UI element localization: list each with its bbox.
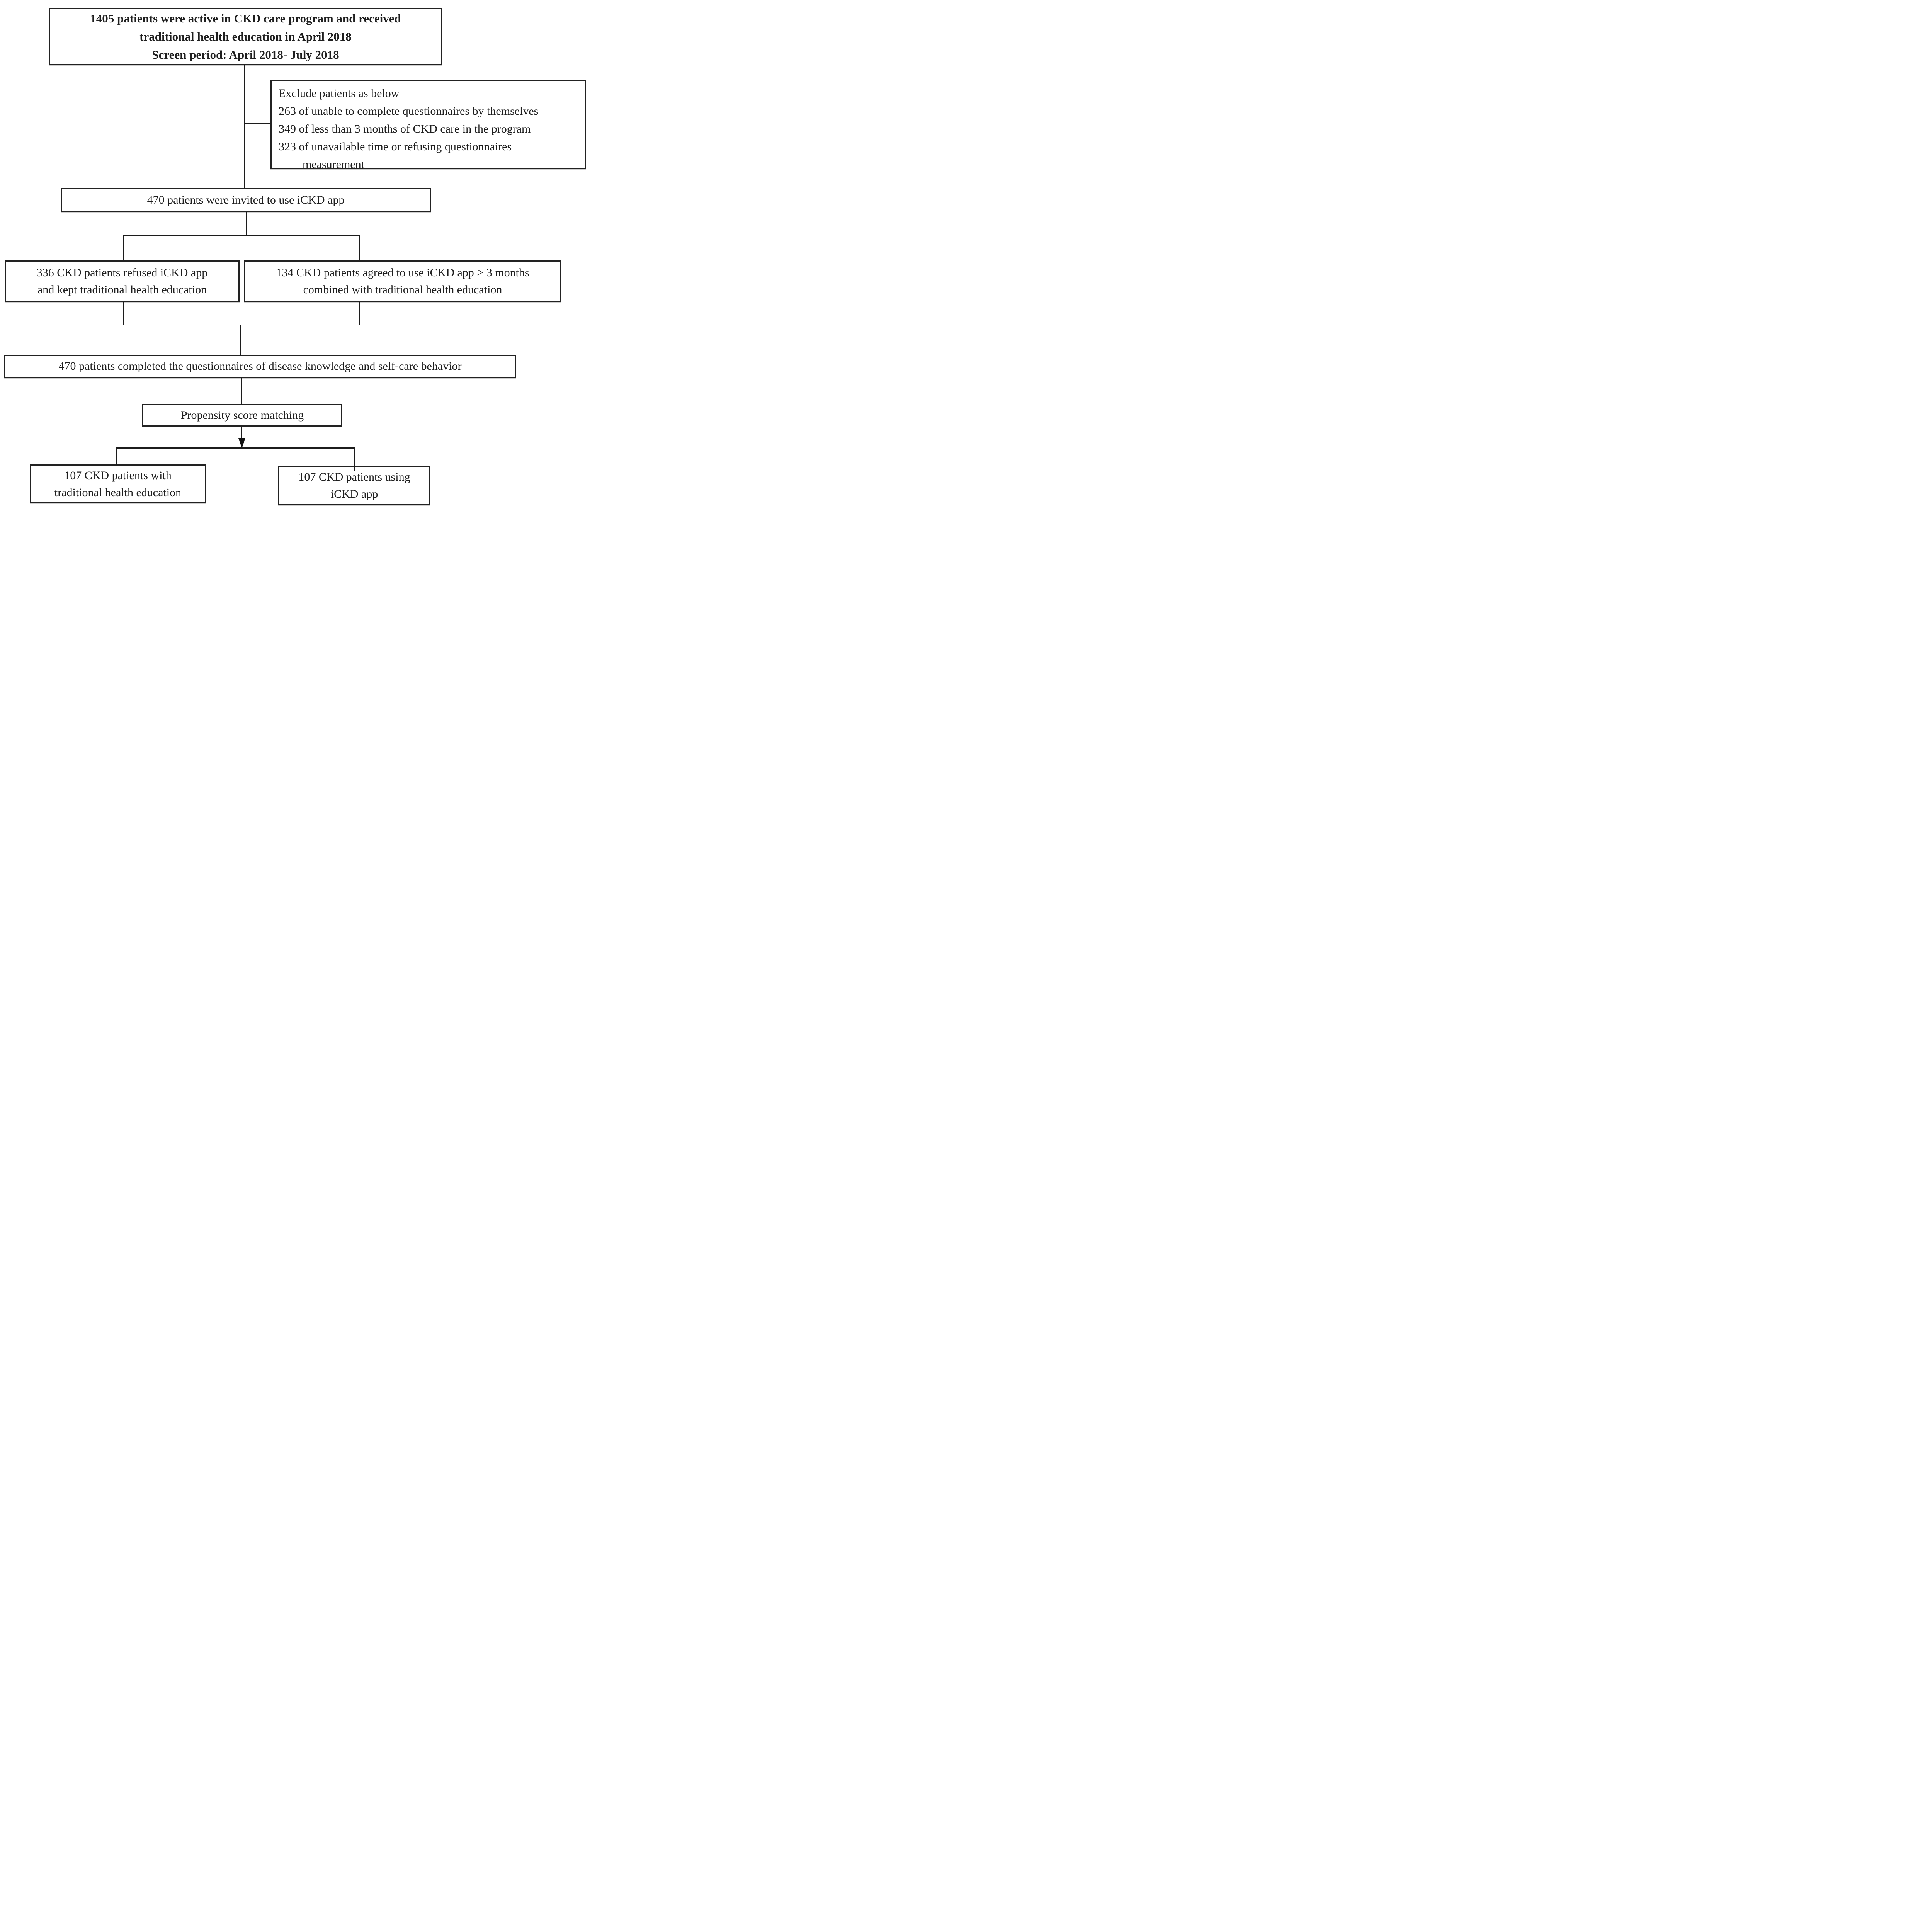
box-text-line: Exclude patients as below [279,87,400,100]
box-text-line: 107 CKD patients using [298,470,410,483]
box-text-line: 349 of less than 3 months of CKD care in… [279,122,531,135]
box-refused-traditional: 336 CKD patients refused iCKD app and ke… [5,260,240,302]
connector-completed-to-matching [241,378,242,404]
connector-invited-stub [246,212,247,235]
box-text-line: measurement [303,158,364,171]
connector-exclusion-branch [244,123,270,124]
box-text-line: combined with traditional health educati… [303,283,502,296]
arrow-down-head-icon [238,438,245,448]
box-group-app: 107 CKD patients using iCKD app [278,466,430,505]
box-text-line: and kept traditional health education [37,283,207,296]
box-text-line: Propensity score matching [180,409,304,422]
box-group-traditional: 107 CKD patients with traditional health… [30,464,206,503]
box-text-line: 470 patients were invited to use iCKD ap… [147,193,345,206]
box-ckd-program-source: 1405 patients were active in CKD care pr… [49,8,442,65]
box-text-line: traditional health education in April 20… [139,30,352,43]
connector-split-bar [123,235,360,236]
connector-final-left-drop [116,447,117,465]
connector-split-left-drop [123,235,124,260]
box-text-line: Screen period: April 2018- July 2018 [152,48,339,61]
connector-source-to-invited [244,65,245,188]
box-text-line: 336 CKD patients refused iCKD app [36,266,208,279]
box-text-line: 1405 patients were active in CKD care pr… [90,12,401,25]
connector-final-right-drop [354,447,355,471]
box-exclusion-criteria: Exclude patients as below 263 of unable … [270,80,586,171]
connector-split-right-drop [359,235,360,260]
box-text-line: iCKD app [330,487,378,500]
connector-merge-to-completed [240,325,241,355]
box-completed-questionnaires: 470 patients completed the questionnaire… [4,355,516,378]
box-text-line: 323 of unavailable time or refusing ques… [279,140,512,153]
box-text-line: 470 patients completed the questionnaire… [58,360,462,372]
box-text-line: 107 CKD patients with [64,469,172,482]
box-text-line: 134 CKD patients agreed to use iCKD app … [276,266,529,279]
box-text-line: 263 of unable to complete questionnaires… [279,105,539,117]
connector-final-bar [116,447,355,449]
box-agreed-app: 134 CKD patients agreed to use iCKD app … [244,260,561,302]
box-propensity-matching: Propensity score matching [142,404,342,427]
box-text-line: traditional health education [54,486,182,499]
connector-merge-right-rise [359,302,360,325]
box-invited: 470 patients were invited to use iCKD ap… [61,188,431,212]
connector-merge-left-rise [123,302,124,325]
patient-flow-diagram: 1405 patients were active in CKD care pr… [0,0,593,515]
